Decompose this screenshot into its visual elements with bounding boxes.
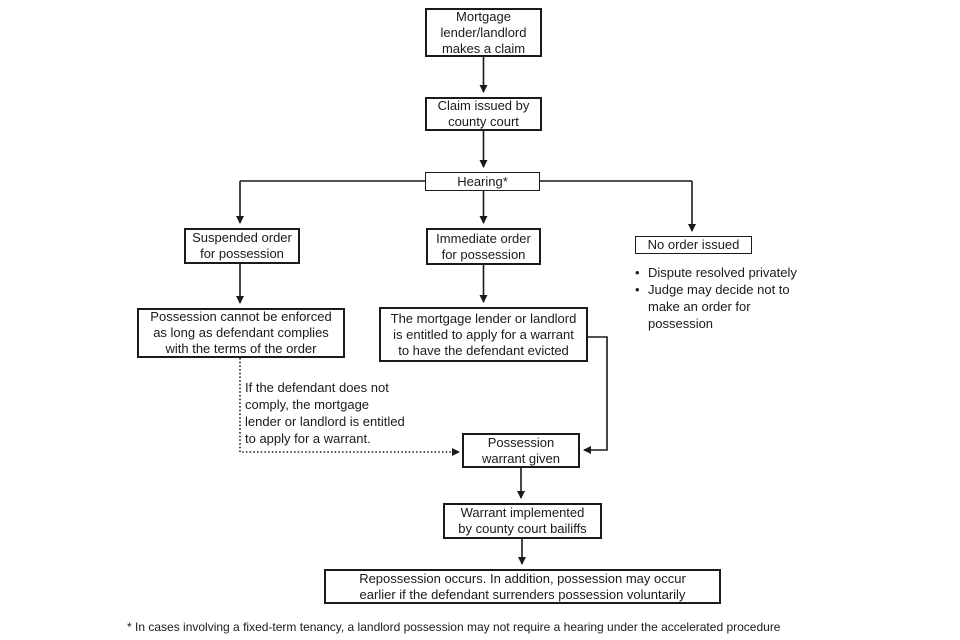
node-warrant-given: Possession warrant given	[462, 433, 580, 468]
footnote: * In cases involving a fixed-term tenanc…	[127, 620, 781, 634]
noncompliance-note: If the defendant does not comply, the mo…	[245, 380, 405, 446]
node-suspended-order: Suspended order for possession	[184, 228, 300, 264]
node-possession-not-enforced: Possession cannot be enforced as long as…	[137, 308, 345, 358]
node-claim-issued: Claim issued by county court	[425, 97, 542, 131]
node-warrant-implemented: Warrant implemented by county court bail…	[443, 503, 602, 539]
no-order-notes: • Dispute resolved privately • Judge may…	[635, 264, 820, 332]
list-item: • Dispute resolved privately	[635, 264, 820, 281]
bullet-text: Dispute resolved privately	[648, 265, 797, 280]
bullet-icon: •	[635, 265, 640, 280]
node-immediate-order: Immediate order for possession	[426, 228, 541, 265]
node-no-order-issued: No order issued	[635, 236, 752, 254]
node-apply-for-warrant: The mortgage lender or landlord is entit…	[379, 307, 588, 362]
bullet-text: Judge may decide not to make an order fo…	[648, 282, 790, 331]
node-mortgage-claim: Mortgage lender/landlord makes a claim	[425, 8, 542, 57]
node-hearing: Hearing*	[425, 172, 540, 191]
list-item: • Judge may decide not to make an order …	[635, 281, 820, 332]
bullet-icon: •	[635, 282, 640, 297]
node-repossession: Repossession occurs. In addition, posses…	[324, 569, 721, 604]
dotted-arrow-noncompliance	[239, 358, 460, 456]
arrow-warrant-apply-to-given	[583, 336, 608, 454]
